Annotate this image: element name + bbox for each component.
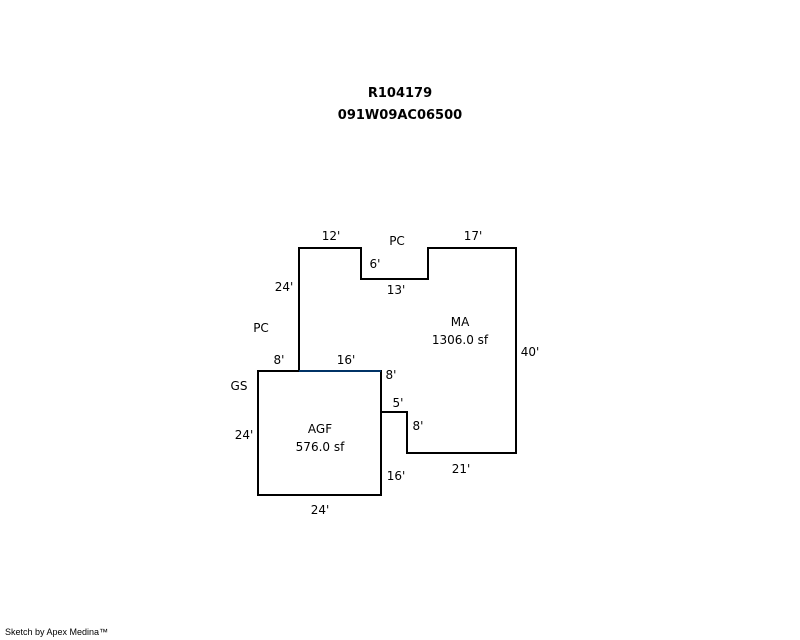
dim-label: 8' xyxy=(386,368,397,382)
dim-label: 6' xyxy=(370,257,381,271)
pc-top-label: PC xyxy=(389,234,405,248)
ma-label: MA xyxy=(451,315,470,329)
map-number: 091W09AC06500 xyxy=(337,108,463,123)
footer-credit: Sketch by Apex Medina™ xyxy=(5,627,109,637)
dim-label: 24' xyxy=(235,428,254,442)
dim-label: 8' xyxy=(413,419,424,433)
dim-label: 12' xyxy=(322,229,341,243)
dim-label: 5' xyxy=(393,396,404,410)
dim-label: 40' xyxy=(521,345,540,359)
dim-label: 21' xyxy=(452,462,471,476)
dim-label: 17' xyxy=(464,229,483,243)
dim-label: 8' xyxy=(274,353,285,367)
dim-label: 24' xyxy=(311,503,330,517)
dim-label: 13' xyxy=(387,283,406,297)
dim-label: 16' xyxy=(337,353,356,367)
agf-area: 576.0 sf xyxy=(296,440,345,454)
agf-label: AGF xyxy=(308,422,332,436)
dim-label: 24' xyxy=(275,280,294,294)
dim-label: 16' xyxy=(387,469,406,483)
parcel-id: R104179 xyxy=(367,86,433,101)
ma-area: 1306.0 sf xyxy=(432,333,489,347)
gs-label: GS xyxy=(231,379,248,393)
pc-left-label: PC xyxy=(253,321,269,335)
